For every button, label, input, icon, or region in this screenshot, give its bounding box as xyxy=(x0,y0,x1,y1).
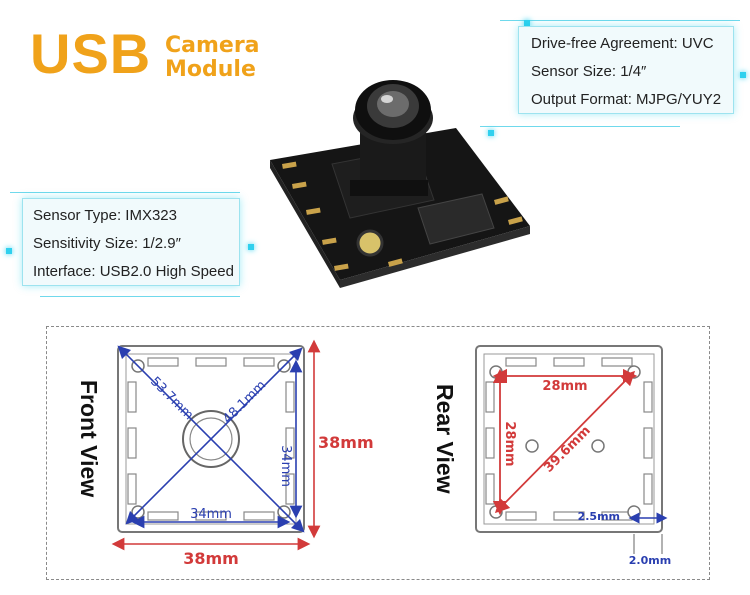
camera-module-image xyxy=(270,80,530,288)
glow-dot xyxy=(488,130,494,136)
title-camera: Camera xyxy=(165,33,260,58)
rear-view-label: Rear View xyxy=(432,384,458,494)
rear-thickness-label: 2.0mm xyxy=(629,554,671,567)
spec-sensor-size: Sensor Size: 1/4″ xyxy=(531,63,647,80)
rear-diag-line xyxy=(494,370,636,514)
dimension-panel xyxy=(46,326,710,580)
pcb-edge xyxy=(340,226,530,288)
title-module: Module xyxy=(165,57,256,82)
title-usb: USB xyxy=(30,22,152,85)
chip xyxy=(417,193,495,245)
spec-box-top: Drive-free Agreement: UVC Sensor Size: 1… xyxy=(518,26,734,114)
glow-dot xyxy=(524,20,530,26)
glow-dot xyxy=(6,248,12,254)
glow-line xyxy=(500,20,740,21)
lens-base xyxy=(350,180,428,196)
front-inner-height-label: 34mm xyxy=(278,445,293,487)
rear-edge-label: 2.5mm xyxy=(578,510,620,523)
front-outer-height-label: 38mm xyxy=(318,433,374,452)
glow-line xyxy=(10,192,240,193)
gold-pads xyxy=(282,161,523,271)
front-view-diagram: 53.7mm 48.1mm 34mm 34mm 38mm 38mm xyxy=(111,339,374,568)
front-inner-width-label: 34mm xyxy=(190,507,232,522)
spec-output-format: Output Format: MJPG/YUY2 xyxy=(531,91,722,108)
spec-interface: Interface: USB2.0 High Speed xyxy=(33,263,234,280)
spec-sensor-type: Sensor Type: IMX323 xyxy=(33,207,177,224)
lens-glass-inner xyxy=(377,91,409,117)
pcb-edge-left xyxy=(270,160,340,288)
spec-box-left: Sensor Type: IMX323 Sensitivity Size: 1/… xyxy=(22,198,240,286)
glow-line xyxy=(40,296,240,297)
front-outer-width-label: 38mm xyxy=(183,549,239,568)
glow-dot xyxy=(740,72,746,78)
front-view-label: Front View xyxy=(76,380,102,498)
spec-protocol: Drive-free Agreement: UVC xyxy=(531,35,714,52)
glow-dot xyxy=(248,244,254,250)
rear-side-label: 28mm xyxy=(502,421,517,466)
connector xyxy=(356,229,384,257)
rear-view-diagram: 28mm 28mm 39.6mm 2.5mm 2.0mm xyxy=(475,345,671,567)
glow-line xyxy=(480,126,680,127)
lens-highlight xyxy=(381,95,393,103)
spec-sensitivity-size: Sensitivity Size: 1/2.9″ xyxy=(33,235,181,252)
rear-slots xyxy=(485,357,653,521)
front-diagonal-2 xyxy=(125,347,303,525)
rear-top-label: 28mm xyxy=(542,379,587,394)
